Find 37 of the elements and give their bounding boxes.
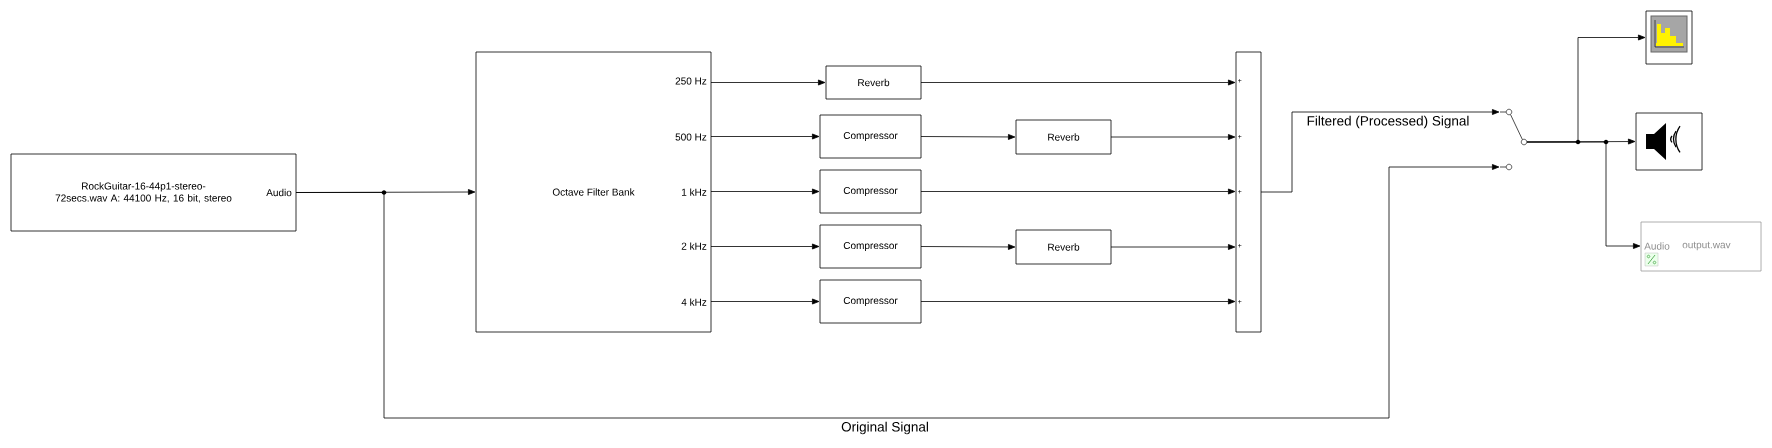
process-block: Reverb: [1015, 229, 1112, 265]
process-block: Compressor: [819, 114, 922, 159]
arrow: [920, 134, 1016, 140]
arrow: [710, 188, 820, 195]
arrow: [920, 188, 1236, 195]
arrow: [710, 79, 826, 86]
block-label: output.wav: [1682, 241, 1731, 251]
block-label: RockGuitar-16-44p1-stereo-72secs.wav A: 44100 Hz, 16 bit, stereo: [55, 182, 232, 203]
arrow: [920, 298, 1236, 305]
edge-label: Original Signal: [840, 420, 930, 436]
block-label: Octave Filter Bank: [552, 188, 635, 196]
process-block: Reverb: [825, 65, 922, 100]
process-block: Reverb: [1015, 119, 1112, 155]
speaker-drawing: [1635, 112, 1703, 171]
arrow: [710, 243, 820, 250]
port-label: 250 Hz: [675, 77, 707, 85]
arrow: [295, 164, 1500, 419]
arrow: [1110, 244, 1236, 250]
port-label: Audio: [1644, 242, 1670, 250]
process-block: Compressor: [819, 224, 922, 269]
arrow: [710, 133, 820, 140]
port-label: 1 kHz: [682, 188, 707, 196]
process-block: Compressor: [819, 169, 922, 214]
port-label: 500 Hz: [675, 133, 707, 141]
arrow: [1110, 134, 1236, 140]
port-label: 4 kHz: [681, 298, 707, 306]
arrow: [1260, 109, 1500, 193]
scope-drawing: [1645, 10, 1693, 65]
port-label: 2 kHz: [681, 242, 707, 250]
arrow: [710, 298, 820, 305]
switch-drawing: [1499, 108, 1528, 171]
arrow: [920, 79, 1236, 86]
arrow: [1526, 141, 1641, 249]
process-block: Compressor: [819, 279, 922, 324]
port-label: Audio: [266, 188, 292, 197]
edge-label: Filtered (Processed) Signal: [1305, 114, 1471, 130]
arrow: [920, 244, 1016, 250]
